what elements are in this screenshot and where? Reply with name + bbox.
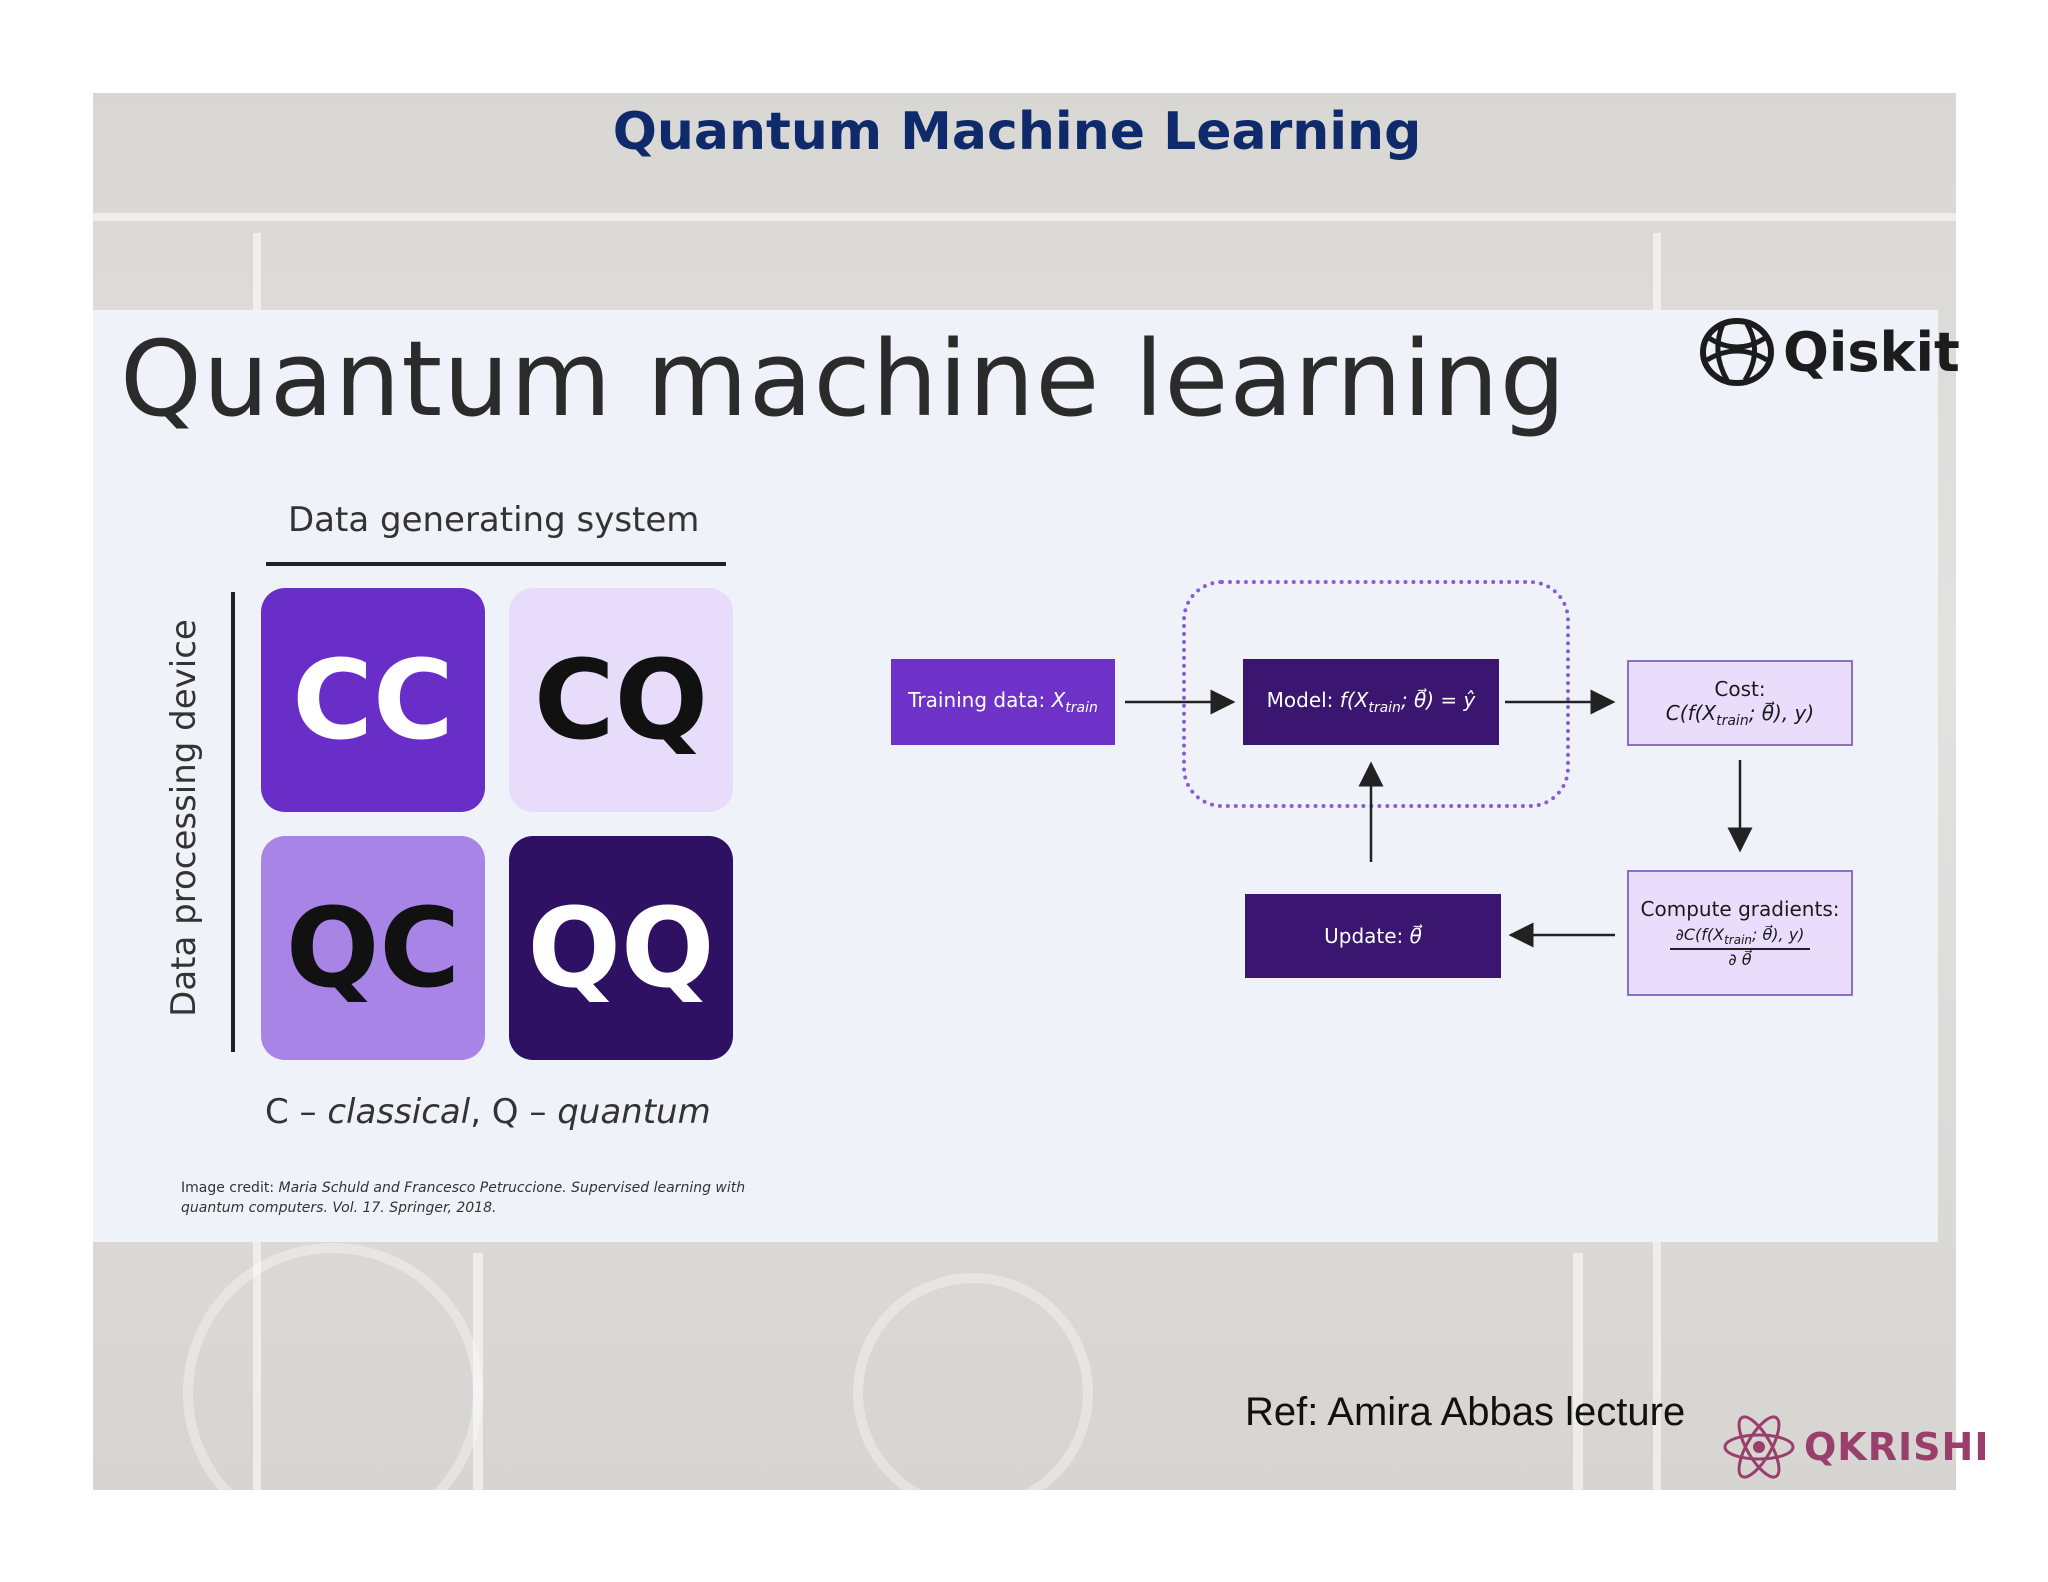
gradients-box: Compute gradients: ∂C(f(Xtrain; θ⃗), y) … — [1627, 870, 1853, 996]
training-label: Training data: Xtrain — [908, 688, 1098, 716]
training-data-box: Training data: Xtrain — [891, 659, 1115, 745]
legend-c: C – — [265, 1092, 328, 1132]
background-ring — [853, 1273, 1093, 1490]
cost-box: Cost: C(f(Xtrain; θ⃗), y) — [1627, 660, 1853, 746]
qml-panel: Quantum machine learning Qiskit Data gen… — [93, 310, 1960, 1242]
gradients-label: Compute gradients: — [1640, 897, 1840, 922]
tile-cc: CC — [261, 588, 485, 812]
qiskit-label: Qiskit — [1783, 320, 1960, 384]
credit-work: Maria Schuld and Francesco Petruccione. … — [181, 1180, 746, 1216]
tile-qq: QQ — [509, 836, 733, 1060]
gradient-numerator: ∂C(f(Xtrain; θ⃗), y) — [1669, 925, 1811, 950]
panel-title: Quantum machine learning — [120, 318, 1567, 440]
legend-quantum: quantum — [557, 1092, 711, 1132]
background-beam — [93, 213, 1956, 221]
model-label: Model: f(Xtrain; θ⃗) = ŷ — [1266, 688, 1476, 716]
legend-sep: , Q – — [470, 1092, 558, 1132]
credit-prefix: Image credit: — [181, 1180, 275, 1196]
model-box: Model: f(Xtrain; θ⃗) = ŷ — [1243, 659, 1499, 745]
update-label: Update: θ⃗ — [1324, 924, 1422, 948]
qkrishi-logo: QKRISHI — [1720, 1408, 1989, 1486]
cost-label: Cost: — [1714, 677, 1766, 701]
reference-text: Ref: Amira Abbas lecture — [1245, 1390, 1686, 1434]
update-box: Update: θ⃗ — [1245, 894, 1501, 978]
background-beam — [1573, 1253, 1583, 1490]
x-axis-bar — [266, 562, 726, 566]
flow-arrows — [1125, 689, 1753, 948]
atom-icon — [1723, 1415, 1795, 1479]
cost-formula: C(f(Xtrain; θ⃗), y) — [1665, 701, 1815, 729]
qiskit-logo: Qiskit — [1697, 314, 1960, 390]
gradient-denominator: ∂ θ⃗ — [1728, 949, 1752, 969]
legend-classical: classical — [327, 1092, 471, 1132]
y-axis-bar — [231, 592, 235, 1052]
matrix-legend: C – classical, Q – quantum — [265, 1092, 711, 1132]
slide-title: Quantum Machine Learning — [612, 102, 1422, 162]
x-axis-label: Data generating system — [288, 500, 700, 540]
qkrishi-label: QKRISHI — [1804, 1425, 1990, 1469]
tile-cq: CQ — [509, 588, 733, 812]
qiskit-sphere-icon — [1700, 318, 1774, 386]
background-ring — [183, 1243, 483, 1490]
image-credit: Image credit: Maria Schuld and Francesco… — [181, 1178, 801, 1218]
tile-qc: QC — [261, 836, 485, 1060]
trainable-model-frame — [1182, 580, 1570, 808]
